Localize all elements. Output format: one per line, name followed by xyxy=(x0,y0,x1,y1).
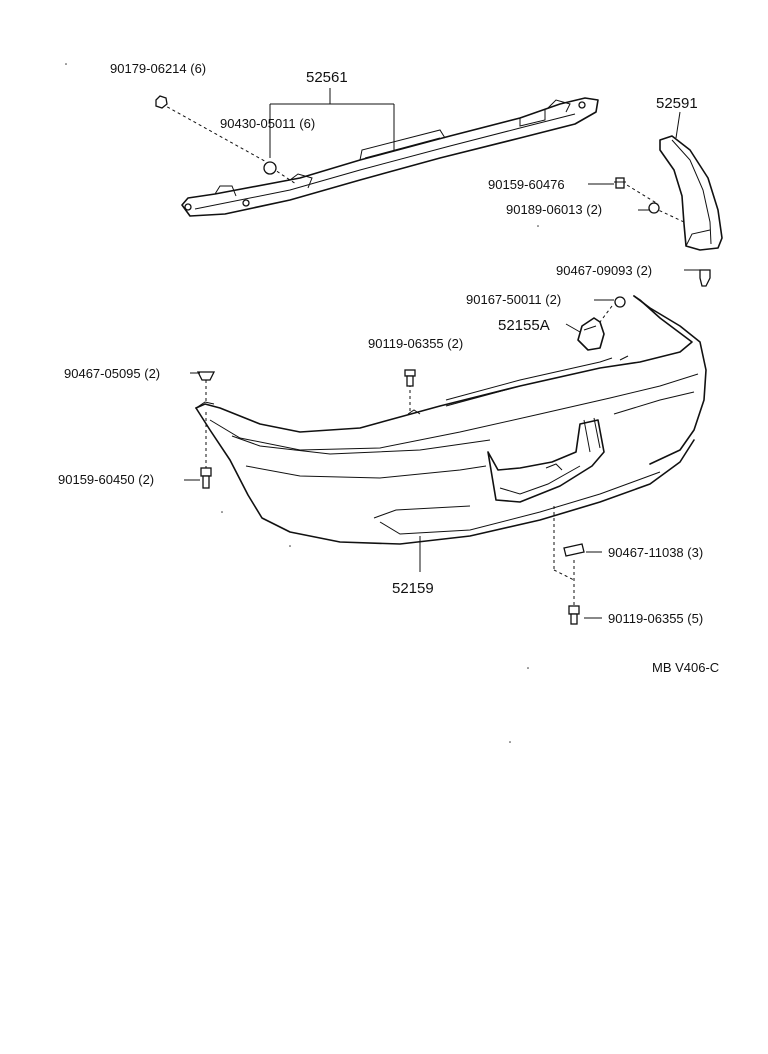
label-screw-center: 90119-06355 (2) xyxy=(368,336,463,351)
label-bolt-bracket: 90167-50011 (2) xyxy=(466,292,561,307)
label-nut-top: 90179-06214 (6) xyxy=(110,61,206,76)
nut-icon xyxy=(155,95,168,109)
bumper-cover xyxy=(195,295,707,545)
side-support xyxy=(659,135,723,251)
label-clip-side: 90467-09093 (2) xyxy=(556,263,652,278)
clip-icon xyxy=(699,269,711,287)
bolt-icon xyxy=(614,177,626,189)
clip-icon xyxy=(563,543,585,557)
scan-specks xyxy=(65,63,539,743)
label-clip-left: 90467-05095 (2) xyxy=(64,366,160,381)
nut-icon xyxy=(648,202,660,214)
diagram-code: MB V406-C xyxy=(652,660,719,675)
leader-lines xyxy=(184,88,700,619)
screw-icon xyxy=(568,605,580,625)
labels: 90179-06214 (6) 52561 90430-05011 (6) 52… xyxy=(58,61,719,675)
label-bolt-side: 90159-60476 xyxy=(488,177,565,192)
label-nut-side: 90189-06013 (2) xyxy=(506,202,602,217)
hardware xyxy=(155,95,711,625)
screw-icon xyxy=(404,369,416,387)
label-retainer: 52561 xyxy=(306,69,348,86)
label-bolt-left: 90159-60450 (2) xyxy=(58,472,154,487)
bolt-icon xyxy=(614,296,626,308)
clip-icon xyxy=(263,161,277,175)
label-clip-top: 90430-05011 (6) xyxy=(220,116,315,131)
label-bumper-cover: 52159 xyxy=(392,580,434,597)
label-screw-bottom: 90119-06355 (5) xyxy=(608,611,703,626)
label-bracket: 52155A xyxy=(498,317,550,334)
assembly-lines xyxy=(161,103,685,606)
bumper-retainer xyxy=(181,97,599,217)
label-side-support: 52591 xyxy=(656,95,698,112)
clip-icon xyxy=(196,371,216,381)
bracket-52155a xyxy=(577,317,605,351)
label-clip-bottom: 90467-11038 (3) xyxy=(608,545,703,560)
bolt-icon xyxy=(200,467,212,489)
